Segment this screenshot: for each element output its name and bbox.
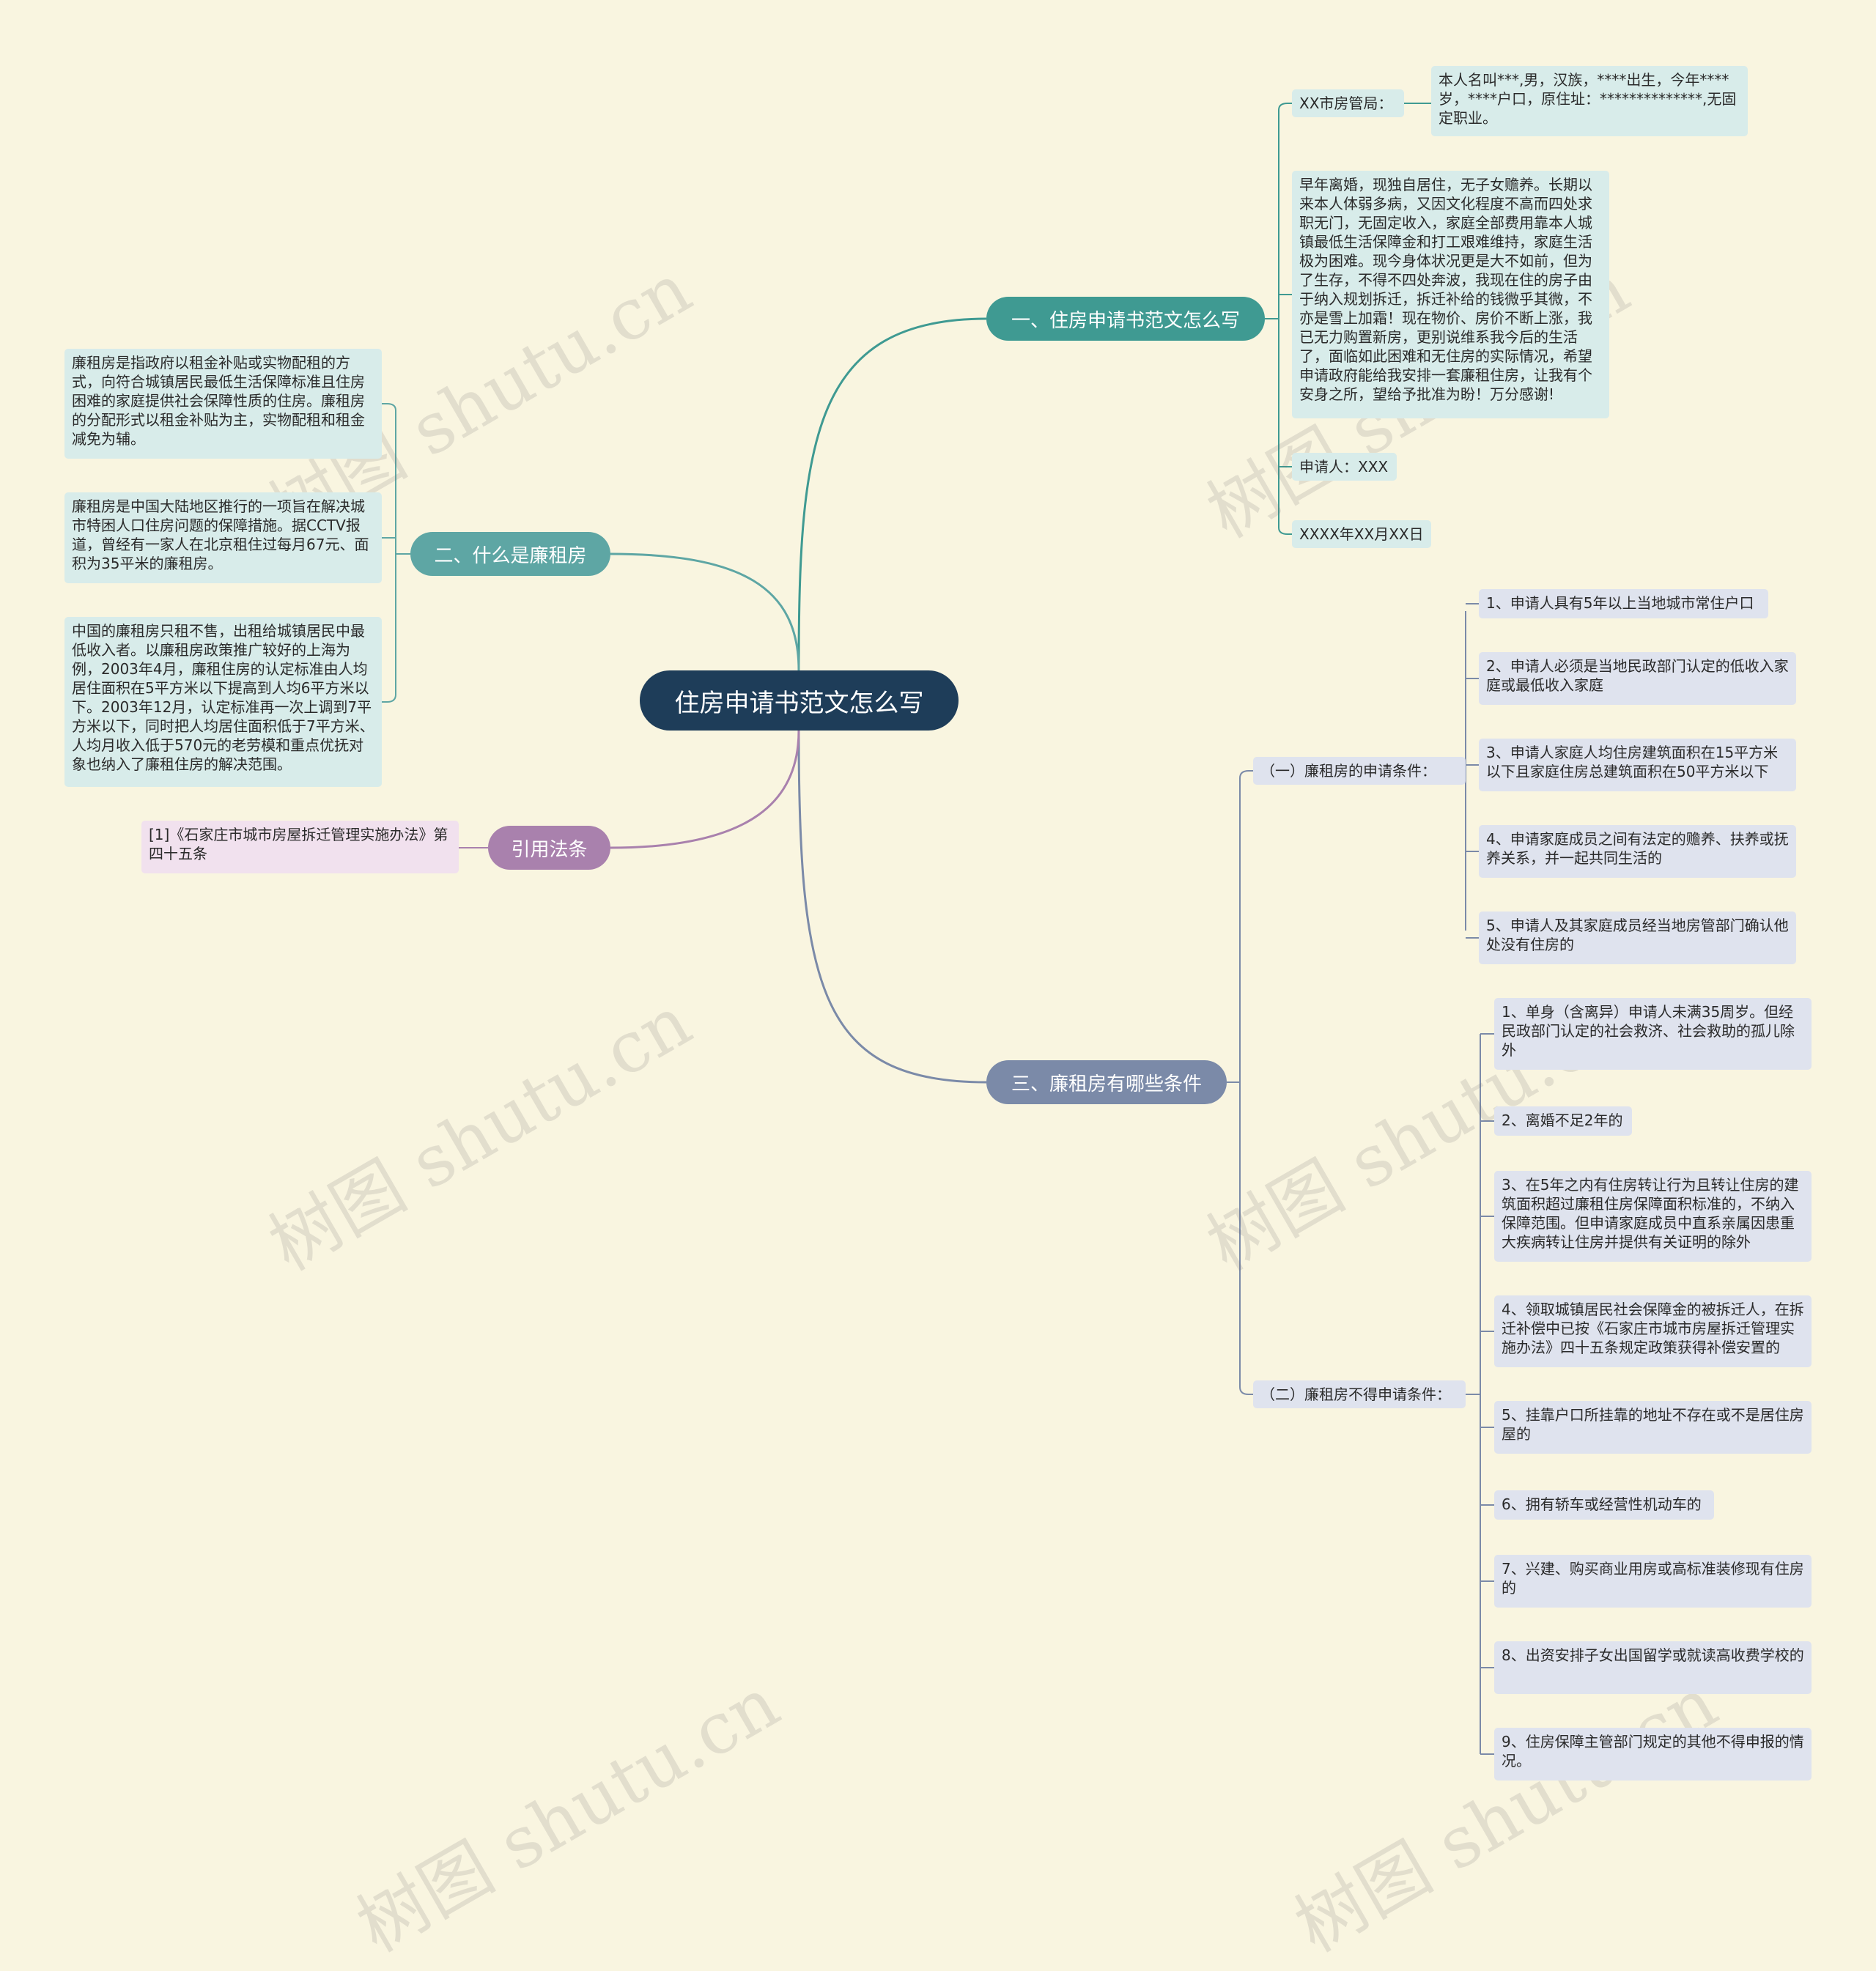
branch-what-is[interactable]: 二、什么是廉租房 — [410, 532, 610, 576]
eligible-item[interactable]: 5、申请人及其家庭成员经当地房管部门确认他处没有住房的 — [1479, 911, 1796, 964]
b1-item-recipient[interactable]: XX市房管局： — [1292, 89, 1404, 117]
connector — [797, 317, 987, 671]
ineligible-item[interactable]: 9、住房保障主管部门规定的其他不得申报的情况。 — [1494, 1728, 1812, 1780]
b1-item-body[interactable]: 早年离婚，现独自居住，无子女赡养。长期以来本人体弱多病，又因文化程度不高而四处求… — [1292, 171, 1609, 418]
connector — [1278, 103, 1292, 111]
connector — [610, 730, 800, 849]
ineligible-item[interactable]: 5、挂靠户口所挂靠的地址不存在或不是居住房屋的 — [1494, 1401, 1812, 1454]
b3-group-ineligible[interactable]: （二）廉租房不得申请条件： — [1253, 1380, 1466, 1408]
ineligible-item[interactable]: 7、兴建、购买商业用房或高标准装修现有住房的 — [1494, 1555, 1812, 1608]
eligible-item[interactable]: 2、申请人必须是当地民政部门认定的低收入家庭或最低收入家庭 — [1479, 652, 1796, 705]
ineligible-item[interactable]: 4、领取城镇居民社会保障金的被拆迁人，在拆迁补偿中已按《石家庄市城市房屋拆迁管理… — [1494, 1295, 1812, 1367]
b2-item-cctv[interactable]: 廉租房是中国大陆地区推行的一项旨在解决城市特困人口住房问题的保障措施。据CCTV… — [64, 492, 382, 583]
eligible-item[interactable]: 3、申请人家庭人均住房建筑面积在15平方米以下且家庭住房总建筑面积在50平方米以… — [1479, 739, 1796, 791]
root-topic[interactable]: 住房申请书范文怎么写 — [640, 670, 959, 731]
mindmap-canvas: 树图 shutu.cn 树图 shutu.cn 树图 shutu.cn 树图 s… — [64, 66, 1812, 1968]
ineligible-item[interactable]: 1、单身（含离异）申请人未满35周岁。但经民政部门认定的社会救济、社会救助的孤儿… — [1494, 998, 1812, 1070]
ineligible-item[interactable]: 3、在5年之内有住房转让行为且转让住房的建筑面积超过廉租住房保障面积标准的，不纳… — [1494, 1171, 1812, 1262]
b2-item-shanghai[interactable]: 中国的廉租房只租不售，出租给城镇居民中最低收入者。以廉租房政策推广较好的上海为例… — [64, 617, 382, 787]
b1-item-applicant[interactable]: 申请人：XXX — [1292, 453, 1397, 481]
connector — [1239, 770, 1253, 779]
connector — [1239, 1386, 1253, 1395]
eligible-item[interactable]: 4、申请家庭成员之间有法定的赡养、扶养或抚养关系，并一起共同生活的 — [1479, 825, 1796, 878]
eligible-item[interactable]: 1、申请人具有5年以上当地城市常住户口 — [1479, 589, 1768, 618]
b2-item-definition[interactable]: 廉租房是指政府以租金补贴或实物配租的方式，向符合城镇居民最低生活保障标准且住房困… — [64, 349, 382, 459]
connector-lines — [382, 103, 1494, 1755]
branch-citations[interactable]: 引用法条 — [488, 826, 610, 870]
connector — [610, 552, 800, 671]
ineligible-item[interactable]: 8、出资安排子女出国留学或就读高收费学校的 — [1494, 1641, 1812, 1694]
connector — [382, 403, 396, 411]
b1-sub-self-intro[interactable]: 本人名叫***,男，汉族，****出生，今年****岁，****户口，原住址：*… — [1431, 66, 1748, 136]
citation-item[interactable]: [1]《石家庄市城市房屋拆迁管理实施办法》第四十五条 — [141, 821, 459, 873]
ineligible-item[interactable]: 6、拥有轿车或经营性机动车的 — [1494, 1490, 1714, 1520]
connector — [797, 730, 987, 1084]
b3-group-eligible[interactable]: （一）廉租房的申请条件： — [1253, 757, 1466, 785]
branch-conditions[interactable]: 三、廉租房有哪些条件 — [986, 1060, 1227, 1104]
connector — [382, 694, 396, 703]
ineligible-item[interactable]: 2、离婚不足2年的 — [1494, 1106, 1632, 1136]
branch-how-to-write[interactable]: 一、住房申请书范文怎么写 — [986, 297, 1265, 341]
b1-item-date[interactable]: XXXX年XX月XX日 — [1292, 520, 1431, 548]
connector — [1278, 527, 1292, 535]
